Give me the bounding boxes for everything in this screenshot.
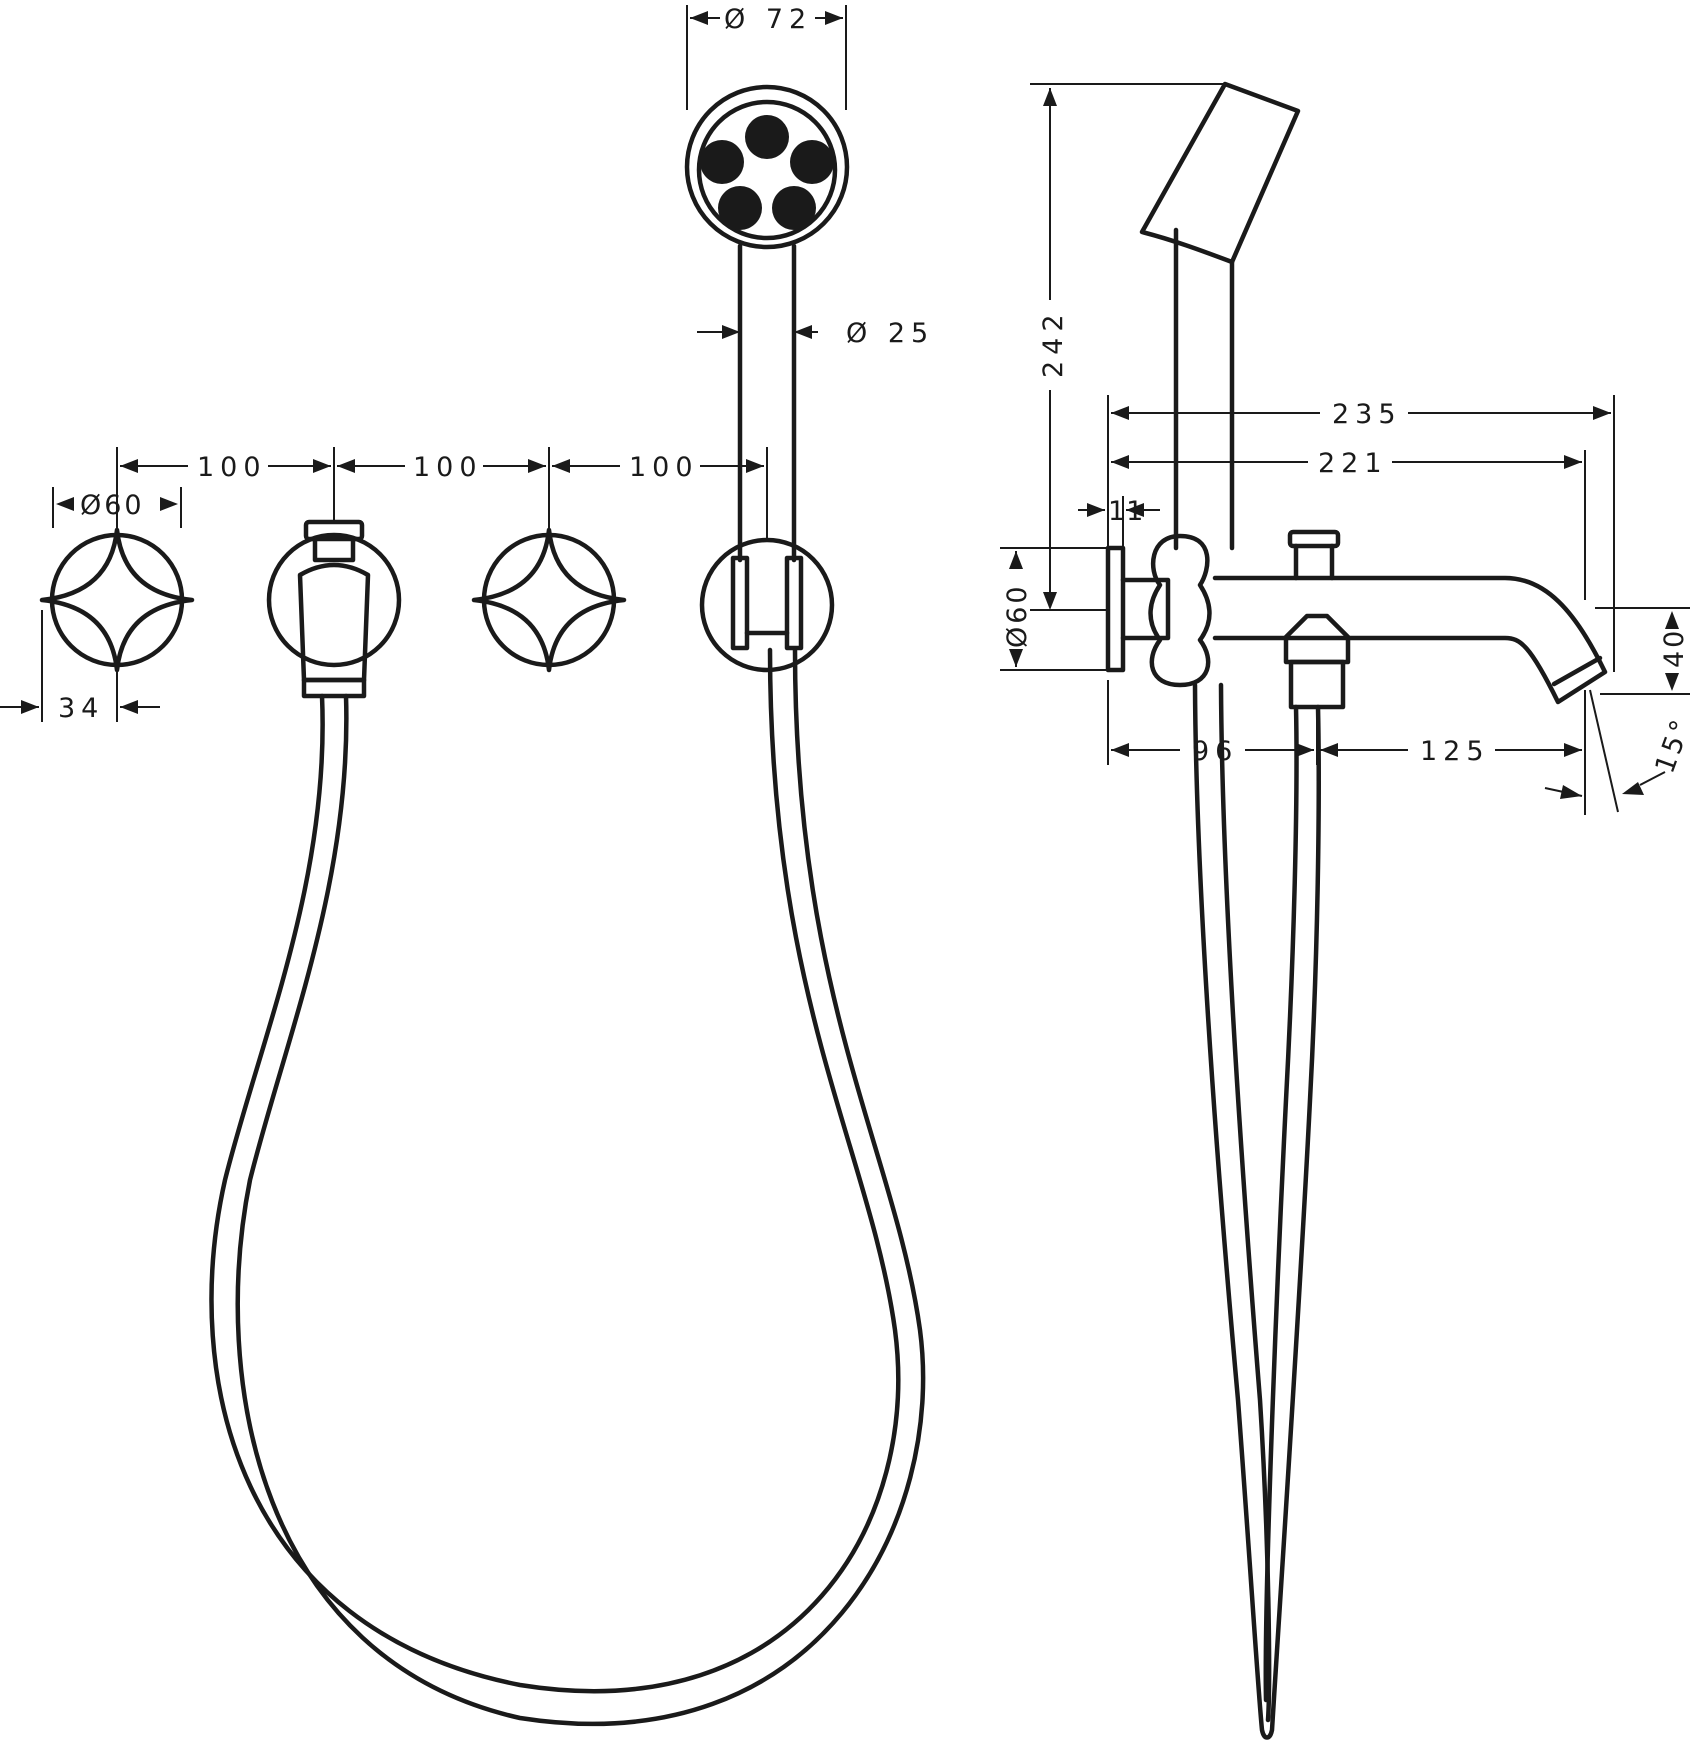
dim-spout-drop: 40 (1659, 628, 1690, 668)
side-spout (1212, 529, 1608, 710)
dim-handle-diameter: Ø 25 (846, 318, 934, 349)
wall-plate (1105, 545, 1171, 673)
side-hose (1192, 682, 1321, 1740)
shower-holder (699, 537, 835, 673)
spray-nozzle (718, 186, 762, 230)
dim-rosette-diameter: Ø60 (1002, 583, 1033, 648)
dim-spout-angle: 15° (1649, 713, 1690, 777)
dim-plate-thickness: 11 (1108, 496, 1144, 527)
spray-nozzle (745, 115, 789, 159)
spray-nozzle (772, 186, 816, 230)
dim-head-diameter: Ø 72 (724, 4, 812, 35)
dim-spout-offset: 125 (1420, 736, 1490, 767)
spray-nozzle (790, 140, 834, 184)
side-holder-knob (1148, 533, 1212, 688)
side-view (1105, 81, 1608, 1740)
side-shower-head (1139, 81, 1301, 551)
front-dimensions: Ø 72 Ø 25 100 100 100 Ø60 (0, 4, 934, 724)
dim-spacing-3: 100 (629, 452, 699, 483)
dim-knob-diameter: Ø60 (80, 490, 145, 521)
left-cross-handle (39, 527, 195, 673)
dim-shower-height: 242 (1038, 308, 1069, 378)
dim-spout-reach: 221 (1318, 448, 1388, 479)
front-spout-outlet (266, 519, 402, 699)
dim-spacing-1: 100 (197, 452, 267, 483)
dim-spacing-2: 100 (413, 452, 483, 483)
front-view (39, 84, 926, 1726)
dim-knob-offset: 34 (58, 693, 104, 724)
spray-nozzle (700, 140, 744, 184)
dim-diverter-offset: 96 (1192, 736, 1238, 767)
dim-total-depth: 235 (1332, 399, 1402, 430)
front-hose (209, 647, 926, 1726)
right-cross-handle (471, 527, 627, 673)
hand-shower (684, 84, 850, 563)
